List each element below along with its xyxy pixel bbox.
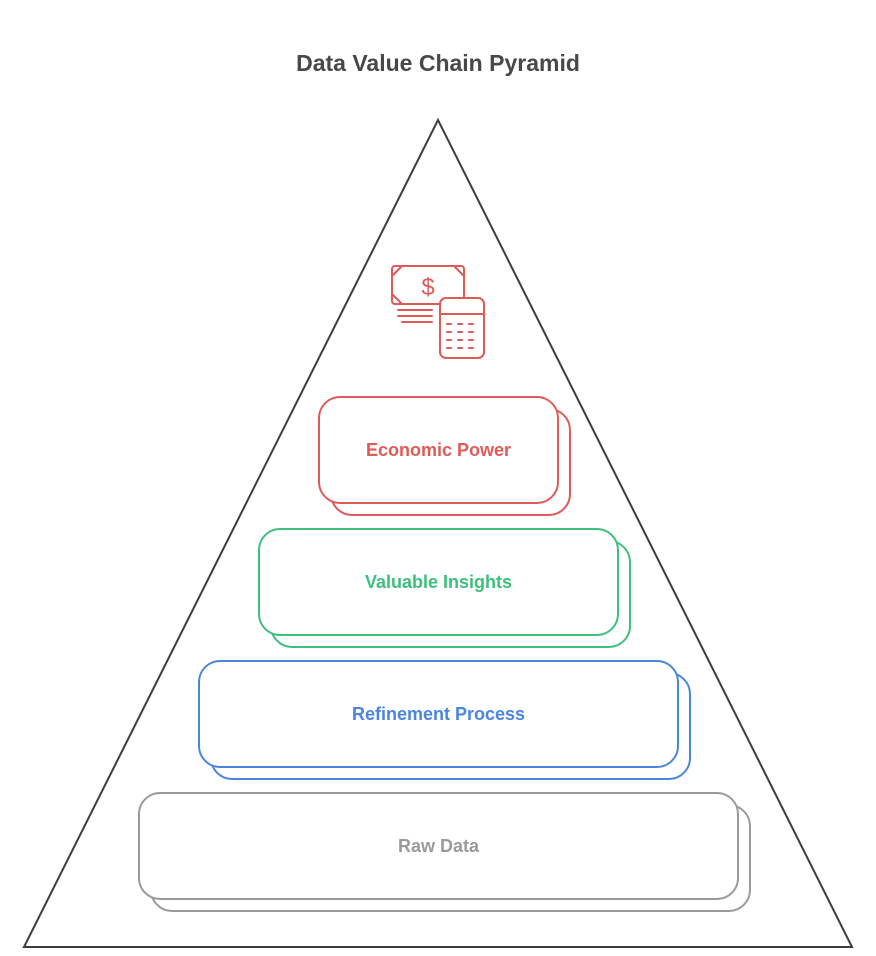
money-calculator-icon: $	[391, 265, 485, 359]
level-label: Economic Power	[365, 439, 512, 460]
level-label: Refinement Process	[351, 703, 526, 724]
pyramid-triangle	[22, 117, 854, 948]
level-refinement-process[interactable]: Refinement Process	[198, 660, 679, 768]
diagram-title: Data Value Chain Pyramid	[296, 50, 580, 76]
level-label: Raw Data	[397, 835, 480, 856]
level-raw-data[interactable]: Raw Data	[138, 792, 739, 900]
svg-text:$: $	[421, 274, 434, 301]
level-valuable-insights[interactable]: Valuable Insights	[258, 528, 619, 636]
level-label: Valuable Insights	[364, 571, 513, 592]
level-economic-power[interactable]: Economic Power	[318, 396, 559, 504]
